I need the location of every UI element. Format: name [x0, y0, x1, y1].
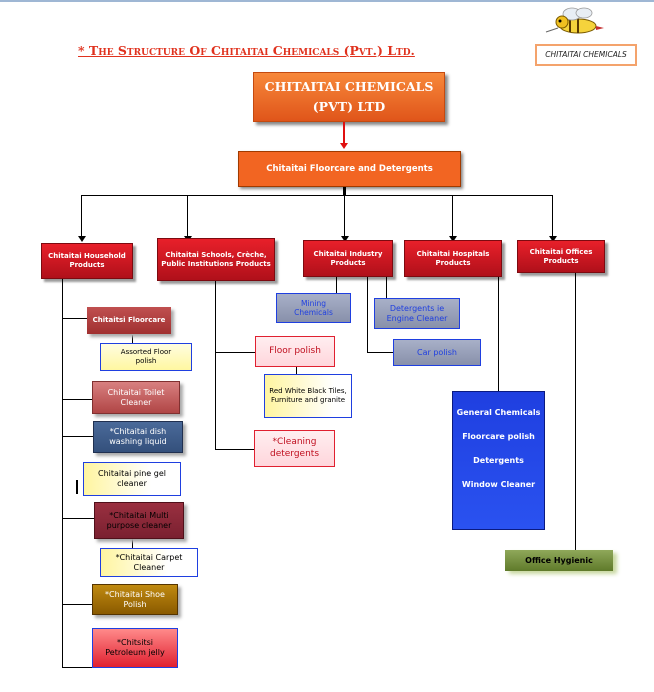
arrow-head — [549, 236, 557, 242]
car-polish-box: Car polish — [393, 339, 481, 366]
arrow-head — [341, 236, 349, 242]
floorcare-box: Chitaitsi Floorcare — [87, 307, 171, 334]
root-node: CHITAITAI CHEMICALS (PVT) LTD — [253, 72, 445, 122]
hospital-item: Window Cleaner — [461, 480, 536, 489]
branch — [62, 399, 92, 400]
hospital-products-box: General Chemicals Floorcare polish Deter… — [452, 391, 545, 530]
floor-polish-box: Floor polish — [255, 336, 335, 367]
branch — [215, 352, 255, 353]
branch — [215, 449, 255, 450]
branch — [62, 518, 94, 519]
branch — [62, 318, 88, 319]
branch — [336, 277, 337, 293]
page-title: * The Structure Of Chitaitai Chemicals (… — [78, 43, 415, 58]
household-trunk — [62, 279, 63, 667]
branch — [76, 480, 78, 494]
connector — [452, 195, 453, 238]
root-arrow-head — [340, 143, 348, 149]
top-border-line — [0, 0, 654, 2]
toilet-cleaner-box: Chitaitai Toilet Cleaner — [92, 381, 180, 414]
division-node: Chitaitai Floorcare and Detergents — [238, 151, 461, 187]
mining-chemicals-box: Mining Chemicals — [276, 293, 351, 323]
root-arrow-line — [343, 122, 345, 144]
category-schools: Chitaitai Schools, Crèche, Public Instit… — [157, 238, 275, 281]
connector — [81, 195, 553, 196]
category-offices: Chitaitai Offices Products — [517, 240, 605, 273]
connector — [343, 187, 346, 195]
connector — [187, 195, 188, 238]
category-household: Chitaitai Household Products — [41, 243, 133, 279]
branch — [498, 277, 499, 391]
category-industry: Chitaitai Industry Products — [303, 240, 393, 277]
connector — [552, 195, 553, 238]
branch — [296, 367, 297, 374]
dish-washing-box: *Chitaitai dish washing liquid — [93, 421, 183, 453]
bee-logo-icon — [545, 7, 604, 34]
connector — [81, 195, 82, 238]
branch — [367, 352, 393, 353]
arrow-head — [449, 236, 457, 242]
branch — [62, 436, 94, 437]
engine-cleaner-box: Detergents ie Engine Cleaner — [374, 298, 460, 329]
carpet-cleaner-box: *Chitaitai Carpet Cleaner — [100, 548, 198, 577]
pine-gel-box: Chitaitai pine gel cleaner — [83, 462, 181, 496]
assorted-floor-polish-box: Assorted Floor polish — [100, 343, 192, 371]
schools-trunk — [215, 281, 216, 450]
connector — [344, 195, 345, 238]
branch — [62, 667, 92, 668]
cleaning-detergents-box: *Cleaning detergents — [254, 430, 335, 467]
branch — [132, 335, 133, 343]
arrow-head — [78, 236, 86, 242]
hospital-item: General Chemicals — [456, 408, 541, 417]
petroleum-jelly-box: *Chitsitsi Petroleum jelly — [92, 628, 178, 668]
shoe-polish-box: *Chitaitai Shoe Polish — [92, 584, 178, 615]
branch — [367, 277, 368, 353]
hospital-item: Detergents — [473, 456, 524, 465]
branch — [132, 539, 133, 548]
category-hospitals: Chitaitai Hospitals Products — [404, 240, 502, 277]
hospital-item: Floorcare polish — [462, 432, 535, 441]
root-line-1: CHITAITAI CHEMICALS — [264, 79, 434, 95]
branch — [386, 277, 387, 298]
tiles-furniture-box: Red White Black Tiles, Furniture and gra… — [264, 374, 352, 418]
root-line-2: (PVT) LTD — [312, 99, 386, 114]
branch — [62, 604, 92, 605]
side-label: CHITAITAI CHEMICALS — [535, 44, 637, 66]
multi-purpose-box: *Chitaitai Multi purpose cleaner — [94, 502, 184, 539]
branch — [575, 273, 576, 550]
office-hygienic-box: Office Hygienic — [505, 550, 613, 571]
